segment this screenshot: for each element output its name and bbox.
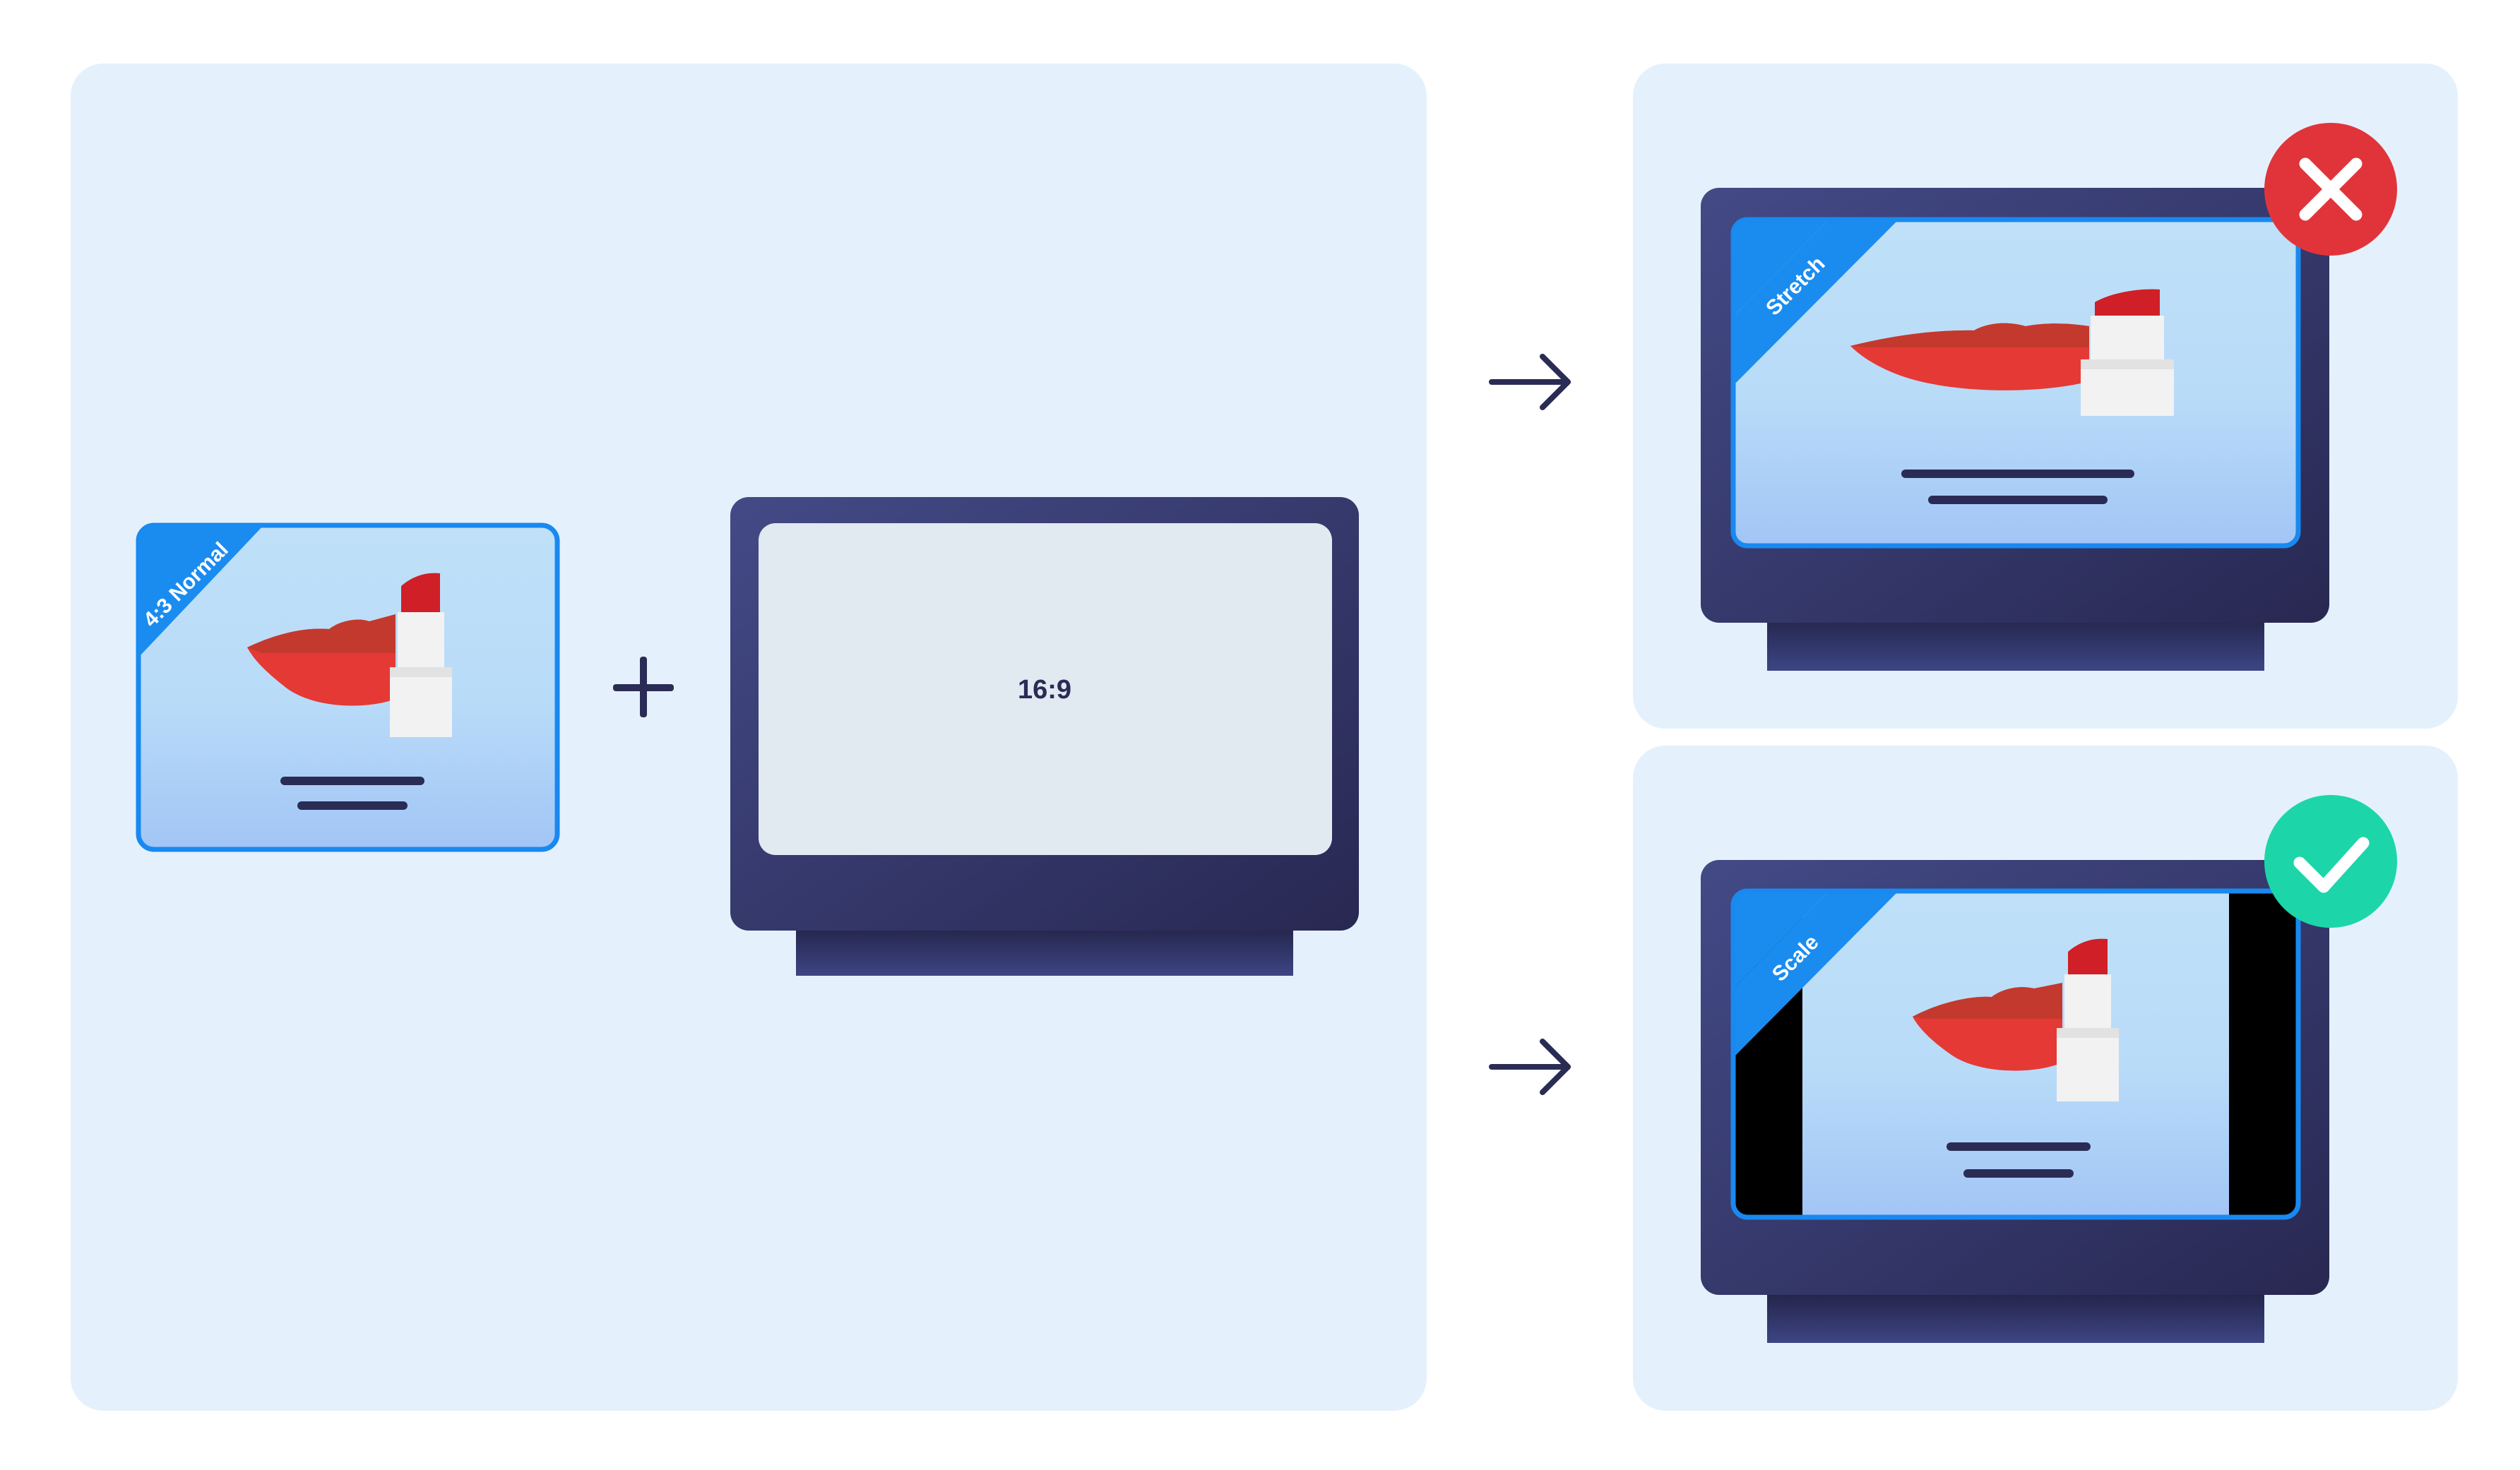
target-tv: 16:9	[730, 497, 1359, 976]
lipstick-icon	[2081, 289, 2174, 416]
check-icon	[2293, 837, 2370, 893]
arrow-icon-top	[1489, 354, 1571, 410]
close-icon	[2299, 157, 2362, 221]
corner-ribbon	[1733, 891, 1898, 1058]
arrow-icon-bottom	[1489, 1039, 1571, 1095]
source-card: 4:3 Normal	[136, 522, 560, 852]
lips-icon	[247, 614, 396, 706]
lips-icon	[1913, 983, 2062, 1071]
text-lines	[1947, 1142, 2091, 1178]
lipstick-icon	[2057, 938, 2119, 1101]
scale-result-tv: Scale	[1701, 860, 2329, 1343]
text-lines	[1901, 470, 2134, 504]
lips-icon	[1850, 323, 2089, 390]
correct-badge	[2264, 795, 2397, 928]
stretch-result-tv: Stretch	[1701, 188, 2329, 671]
letterbox-right	[2229, 891, 2298, 1217]
incorrect-badge	[2264, 123, 2397, 256]
lipstick-icon	[390, 573, 452, 737]
text-lines	[280, 777, 424, 810]
tv-screen	[759, 523, 1332, 855]
corner-ribbon	[1733, 220, 1898, 386]
plus-icon	[613, 657, 674, 717]
tv-aspect-label: 16:9	[1018, 675, 1071, 705]
